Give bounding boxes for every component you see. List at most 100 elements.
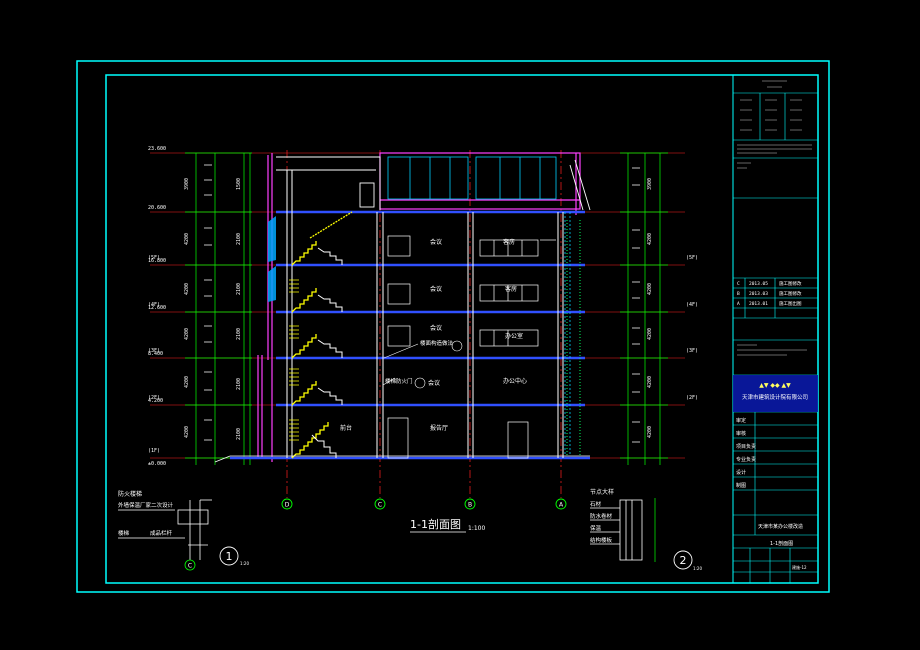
role-2: 审核 — [736, 430, 746, 437]
svg-text:2100: 2100 — [236, 378, 242, 390]
svg-text:4200: 4200 — [647, 426, 653, 438]
axis-label-d: D — [285, 502, 290, 509]
svg-text:2100: 2100 — [236, 428, 242, 440]
drawing-number: 建施-12 — [792, 564, 807, 570]
room-label-7: 会议 — [428, 379, 440, 387]
outer-border — [76, 60, 830, 593]
role-6: 制图 — [736, 482, 746, 489]
axis-label-b: B — [468, 502, 472, 509]
elev-4: 16.800 — [148, 258, 166, 264]
detail-1-scale: 1:20 — [240, 561, 249, 566]
rev-c-note: 施工图修改 — [779, 280, 802, 287]
left-dimension-ticks — [204, 164, 212, 441]
floor-tags-right: (2F) (3F) (4F) (5F) — [686, 255, 698, 401]
floor-tag-5f-r: (5F) — [686, 255, 698, 261]
left-dimensions — [185, 152, 252, 465]
detail-2-line-4: 结构楼板 — [590, 536, 613, 544]
svg-text:4200: 4200 — [647, 233, 653, 245]
role-1: 审定 — [736, 417, 746, 424]
role-4: 专业负责 — [736, 456, 756, 463]
role-3: 项目负责 — [736, 443, 756, 450]
rev-c: C — [737, 281, 740, 287]
elev-2: 8.400 — [148, 351, 163, 357]
svg-text:4200: 4200 — [184, 376, 190, 388]
room-label-9: 前台 — [340, 424, 352, 432]
detail-2-line-3: 保温 — [590, 524, 602, 532]
svg-text:4200: 4200 — [184, 328, 190, 340]
svg-text:4200: 4200 — [184, 426, 190, 438]
floor-tags-left: (1F) (2F) (3F) (4F) (5F) — [148, 255, 160, 454]
svg-text:2100: 2100 — [236, 328, 242, 340]
company-logo-mark: ▲▼ ◆◆ ▲▼ — [759, 382, 791, 389]
rev-a-date: 2013.01 — [749, 301, 768, 307]
svg-text:3900: 3900 — [184, 178, 190, 190]
inner-border — [105, 74, 819, 584]
detail-1-line-1: 外墙保温厂家二次设计 — [118, 501, 174, 509]
axis-label-c: C — [378, 502, 382, 509]
callout-floor: 楼面构造做法 — [420, 339, 454, 347]
right-dimension-ticks — [632, 167, 640, 443]
elev-5: 20.600 — [148, 205, 166, 211]
company-name: 天津市建筑设计院有限公司 — [742, 393, 808, 401]
elev-1: 4.200 — [148, 398, 163, 404]
floor-tag-2f-r: (2F) — [686, 395, 698, 401]
detail-2-number: 2 — [680, 554, 687, 567]
floor-tag-3f-r: (3F) — [686, 348, 698, 354]
svg-text:1500: 1500 — [236, 178, 242, 190]
room-label-10: 报告厅 — [430, 424, 448, 432]
room-label-4: 客房 — [503, 238, 515, 246]
room-label-2: 会议 — [430, 285, 442, 293]
elev-0: ±0.000 — [148, 461, 166, 467]
drawing-title: 1-1剖面图 — [410, 517, 461, 531]
detail-1-line-3: 成品栏杆 — [150, 529, 173, 537]
room-label-8: 办公中心 — [503, 377, 527, 385]
title-block: ▲▼ ◆◆ ▲▼ 天津市建筑设计院有限公司 审定 审核 项目负责 专业负责 设计… — [732, 74, 819, 584]
building-section — [214, 152, 591, 463]
svg-text:2100: 2100 — [236, 233, 242, 245]
grid-axis-labels: D C B A — [285, 502, 564, 509]
room-label-5: 客房 — [505, 285, 517, 293]
detail-2-line-2: 防水卷材 — [590, 512, 613, 520]
floor-tag-1f: (1F) — [148, 448, 160, 454]
svg-text:4200: 4200 — [184, 233, 190, 245]
rev-b: B — [737, 291, 740, 297]
detail-2-scale: 1:20 — [693, 566, 702, 571]
svg-text:3900: 3900 — [647, 178, 653, 190]
axis-label-a: A — [559, 502, 564, 509]
rev-b-date: 2013.03 — [749, 291, 768, 297]
rev-b-note: 施工图修改 — [779, 290, 802, 297]
room-label-6: 办公室 — [505, 332, 523, 340]
role-5: 设计 — [736, 469, 746, 476]
detail-1-number: 1 — [226, 550, 233, 563]
rev-c-date: 2013.05 — [749, 281, 768, 287]
rev-a: A — [737, 301, 740, 307]
callouts: 楼面构造做法 楼梯防火门 — [385, 339, 454, 385]
floor-tag-2f: (2F) — [148, 395, 160, 401]
left-dim-text: 3900 4200 4200 4200 4200 4200 1500 2100 … — [184, 178, 242, 440]
callout-stair: 楼梯防火门 — [385, 377, 413, 385]
room-label-3: 会议 — [430, 324, 442, 332]
grid-axis-bubbles — [281, 498, 567, 510]
elev-6: 23.600 — [148, 146, 166, 152]
svg-text:2100: 2100 — [236, 283, 242, 295]
right-dim-text: 3900 4200 4200 4200 4200 4200 — [647, 178, 653, 438]
room-label-1: 会议 — [430, 238, 442, 246]
right-dimensions — [620, 152, 668, 465]
project-name: 天津市某办公楼改造 — [758, 523, 803, 530]
detail-1: 防火楼梯 外墙保温厂家二次设计 楼梯 成品栏杆 C 1 1:20 — [118, 490, 249, 571]
svg-text:4200: 4200 — [647, 376, 653, 388]
svg-text:4200: 4200 — [647, 283, 653, 295]
floor-tag-4f: (4F) — [148, 302, 160, 308]
detail-1-axis: C — [188, 563, 192, 570]
elevation-labels-left: ±0.000 4.200 8.400 12.600 16.800 20.600 … — [148, 146, 166, 467]
elev-3: 12.600 — [148, 305, 166, 311]
floor-tag-4f-r: (4F) — [686, 302, 698, 308]
grid-axis-lines — [286, 150, 562, 498]
callout-leaders — [382, 340, 463, 389]
svg-text:4200: 4200 — [184, 283, 190, 295]
drawing-scale: 1:100 — [468, 525, 485, 532]
detail-2: 节点大样 石材 防水卷材 保温 结构楼板 2 1:20 — [590, 488, 702, 571]
detail-2-line-1: 石材 — [590, 500, 602, 508]
svg-text:4200: 4200 — [647, 328, 653, 340]
